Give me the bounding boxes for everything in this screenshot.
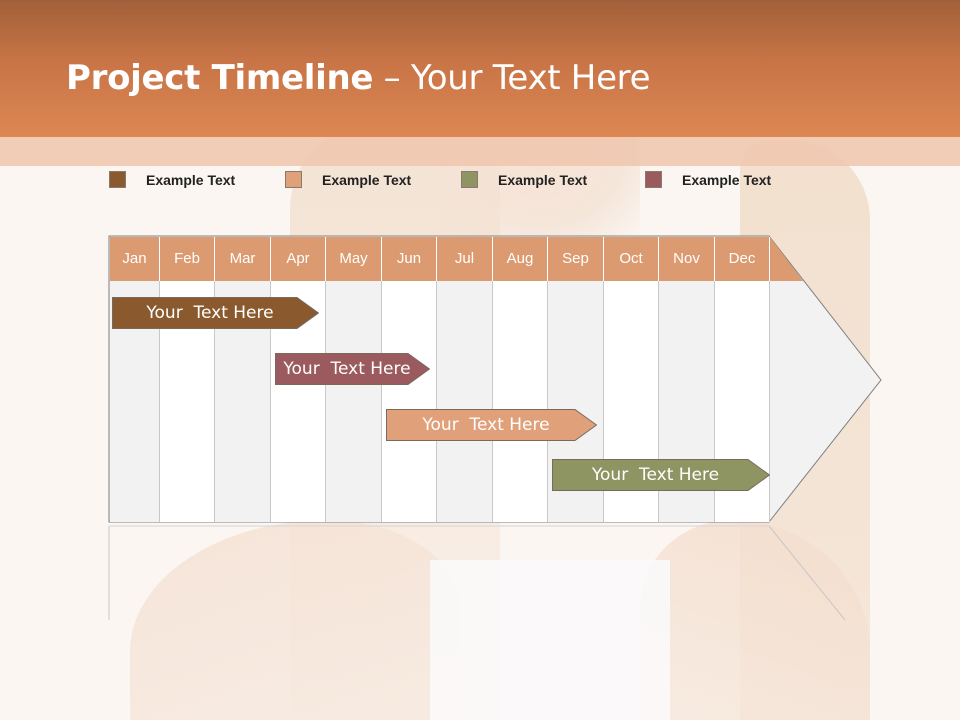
legend-label: Example Text bbox=[498, 172, 588, 188]
month-header-jul: Jul bbox=[437, 237, 493, 281]
month-header-sep: Sep bbox=[548, 237, 604, 281]
title-header-bar: Project Timeline – Your Text Here bbox=[0, 0, 960, 137]
task-bar[interactable]: Your Text Here bbox=[552, 459, 770, 491]
legend-label: Example Text bbox=[682, 172, 772, 188]
slide-title: Project Timeline – Your Text Here bbox=[66, 58, 651, 98]
month-header-jun: Jun bbox=[382, 237, 437, 281]
month-header-apr: Apr bbox=[271, 237, 326, 281]
month-header-feb: Feb bbox=[160, 237, 215, 281]
task-bar[interactable]: Your Text Here bbox=[112, 297, 319, 329]
month-header-jan: Jan bbox=[110, 237, 160, 281]
legend-swatch bbox=[285, 171, 302, 188]
task-bar[interactable]: Your Text Here bbox=[386, 409, 597, 441]
month-header-nov: Nov bbox=[659, 237, 715, 281]
task-arrow-polygon bbox=[552, 459, 770, 491]
task-arrow-polygon bbox=[275, 353, 430, 385]
month-header-mar: Mar bbox=[215, 237, 271, 281]
task-label: Your Text Here bbox=[422, 415, 550, 435]
month-column bbox=[437, 281, 493, 522]
task-label: Your Text Here bbox=[146, 303, 274, 323]
legend-label: Example Text bbox=[146, 172, 236, 188]
slide-title-rest: – Your Text Here bbox=[373, 58, 651, 98]
task-label: Your Text Here bbox=[591, 465, 720, 485]
task-arrow-shape bbox=[275, 353, 430, 385]
month-header-dec: Dec bbox=[715, 237, 770, 281]
background-shirt bbox=[430, 560, 670, 720]
legend-swatch bbox=[461, 171, 478, 188]
legend-swatch bbox=[645, 171, 662, 188]
task-arrow-shape bbox=[112, 297, 319, 329]
slide-title-bold: Project Timeline bbox=[66, 58, 374, 98]
task-arrow-polygon bbox=[112, 297, 319, 329]
arrow-reflection-diagonal bbox=[768, 525, 846, 621]
month-column bbox=[326, 281, 382, 522]
task-bar[interactable]: Your Text Here bbox=[275, 353, 430, 385]
legend-label: Example Text bbox=[322, 172, 412, 188]
month-header-may: May bbox=[326, 237, 382, 281]
task-label: Your Text Here bbox=[283, 359, 411, 379]
month-header-oct: Oct bbox=[604, 237, 659, 281]
month-column bbox=[382, 281, 437, 522]
month-column bbox=[493, 281, 548, 522]
month-header-aug: Aug bbox=[493, 237, 548, 281]
task-arrow-shape bbox=[386, 409, 597, 441]
legend-swatch bbox=[109, 171, 126, 188]
arrow-header-tip bbox=[770, 237, 803, 281]
header-accent-band bbox=[0, 137, 960, 166]
task-arrow-polygon bbox=[386, 409, 597, 441]
task-arrow-shape bbox=[552, 459, 770, 491]
